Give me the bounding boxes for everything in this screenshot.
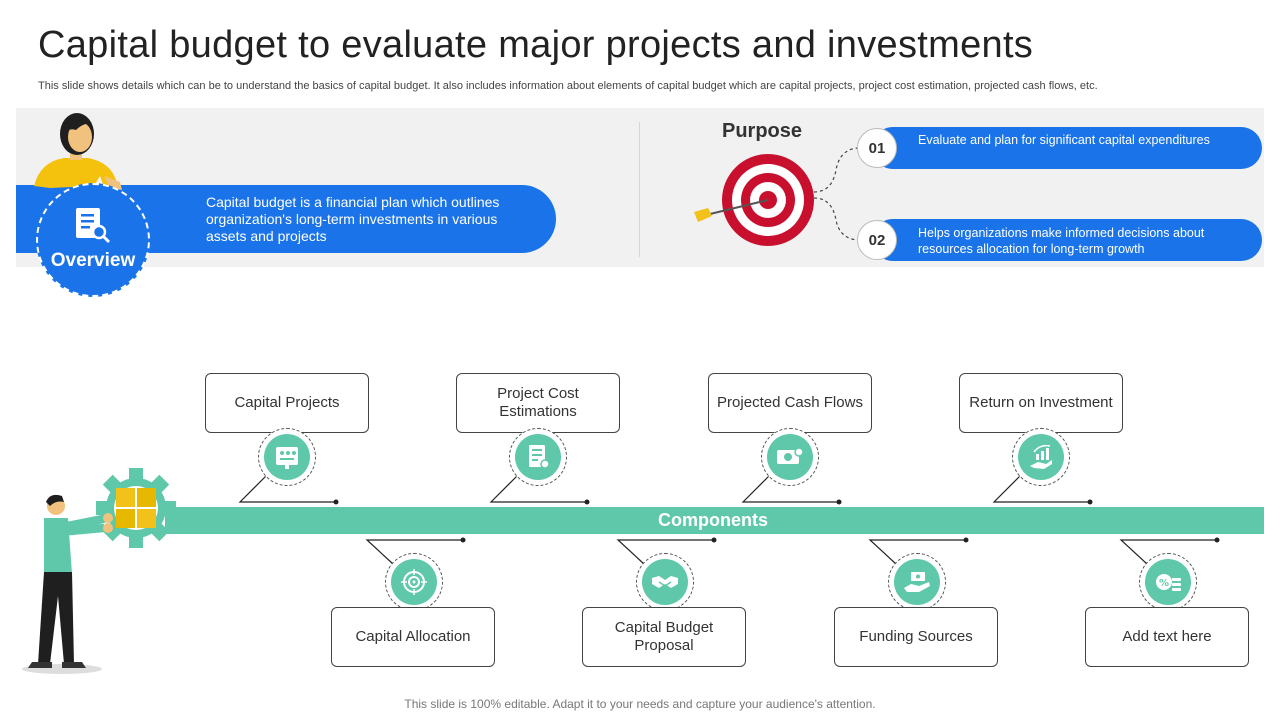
overview-text: Capital budget is a financial plan which… <box>206 194 500 244</box>
overview-label: Overview <box>50 250 136 271</box>
cash-icon <box>761 428 819 486</box>
purpose-item-2-text: Helps organizations make informed decisi… <box>918 226 1205 256</box>
hand-money-icon <box>888 553 946 611</box>
page-title: Capital budget to evaluate major project… <box>38 24 1034 66</box>
woman-illustration-icon <box>34 113 122 192</box>
target-dart-icon <box>694 154 814 246</box>
component-box-project-cost-estimations: Project Cost Estimations <box>456 373 620 433</box>
percent-coins-icon: % <box>1139 553 1197 611</box>
page-subtitle: This slide shows details which can be to… <box>38 80 1098 92</box>
overview-circle <box>36 183 150 297</box>
invoice-icon <box>509 428 567 486</box>
purpose-title: Purpose <box>721 120 803 142</box>
components-label: Components <box>658 510 768 530</box>
component-box-funding-sources: Funding Sources <box>834 607 998 667</box>
handshake-icon <box>636 553 694 611</box>
component-box-add-text-here: Add text here <box>1085 607 1249 667</box>
components-bar <box>165 507 1264 534</box>
purpose-item-1-pill <box>872 127 1262 169</box>
target-icon <box>385 553 443 611</box>
purpose-item-1-number: 01 <box>857 128 897 168</box>
component-box-projected-cash-flows: Projected Cash Flows <box>708 373 872 433</box>
component-box-capital-allocation: Capital Allocation <box>331 607 495 667</box>
panel-divider <box>639 122 640 257</box>
footer-note: This slide is 100% editable. Adapt it to… <box>404 697 876 711</box>
purpose-item-2-pill <box>872 219 1262 261</box>
component-box-capital-projects: Capital Projects <box>205 373 369 433</box>
man-with-gear-illustration-icon <box>22 468 176 674</box>
component-box-capital-budget-proposal: Capital Budget Proposal <box>582 607 746 667</box>
growth-hand-icon <box>1012 428 1070 486</box>
purpose-item-2-number: 02 <box>857 220 897 260</box>
svg-text:%: % <box>1159 578 1169 589</box>
project-board-icon <box>258 428 316 486</box>
purpose-item-1-text: Evaluate and plan for significant capita… <box>918 133 1210 147</box>
document-search-icon <box>76 208 111 244</box>
component-box-return-on-investment: Return on Investment <box>959 373 1123 433</box>
